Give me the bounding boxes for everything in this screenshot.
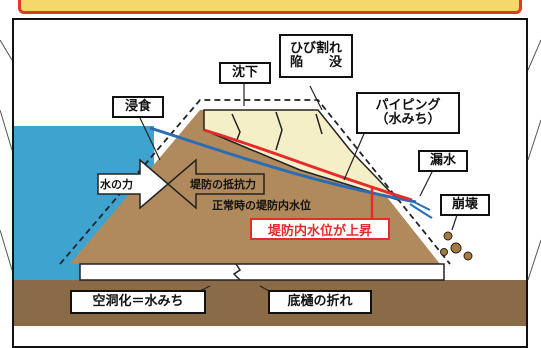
water-force-arrow — [97, 158, 170, 210]
water-force-label: 水の力 — [100, 178, 133, 191]
original-outline — [59, 99, 451, 265]
leader-cracks — [309, 85, 323, 111]
leader-erosion — [139, 117, 161, 161]
culvert-break — [232, 263, 242, 281]
raised-water-line — [203, 128, 413, 202]
leakage-label: 漏水 — [418, 150, 468, 172]
crack-lines — [231, 111, 323, 151]
rock — [440, 248, 448, 256]
cracks-label: ひび割れ 陥 没 — [279, 34, 353, 78]
water-level-rise-label: 堤防内水位が上昇 — [250, 218, 390, 240]
subsidence-label: 沈下 — [219, 62, 271, 84]
rock — [463, 251, 473, 261]
piping-label-line2: （水みち） — [375, 112, 441, 127]
collapse-label: 崩壊 — [440, 194, 490, 216]
rock — [443, 231, 453, 241]
cracks-label-line1: ひび割れ — [289, 40, 342, 56]
erosion-label: 浸食 — [112, 96, 164, 118]
leader-leakage — [419, 167, 435, 197]
resistance-arrow — [166, 158, 265, 210]
normal-water-line — [149, 126, 417, 204]
cracks-label-line2: 陥 没 — [289, 55, 342, 70]
piping-label: パイピング （水みち） — [356, 92, 460, 134]
decor-right-lines — [527, 39, 541, 281]
piping-label-line1: パイピング — [375, 97, 441, 113]
culvert-break-label: 底樋の折れ — [268, 290, 372, 314]
resistance-label: 堤防の抵抗力 — [190, 178, 256, 191]
cavity-label: 空洞化＝水みち — [70, 290, 206, 314]
culvert-pipe — [79, 263, 445, 281]
normal-water-level-label: 正常時の堤防内水位 — [212, 199, 311, 212]
rock — [450, 242, 462, 254]
leak-splash — [409, 199, 433, 219]
decor-left-lines — [0, 39, 13, 271]
header-banner — [18, 0, 522, 14]
